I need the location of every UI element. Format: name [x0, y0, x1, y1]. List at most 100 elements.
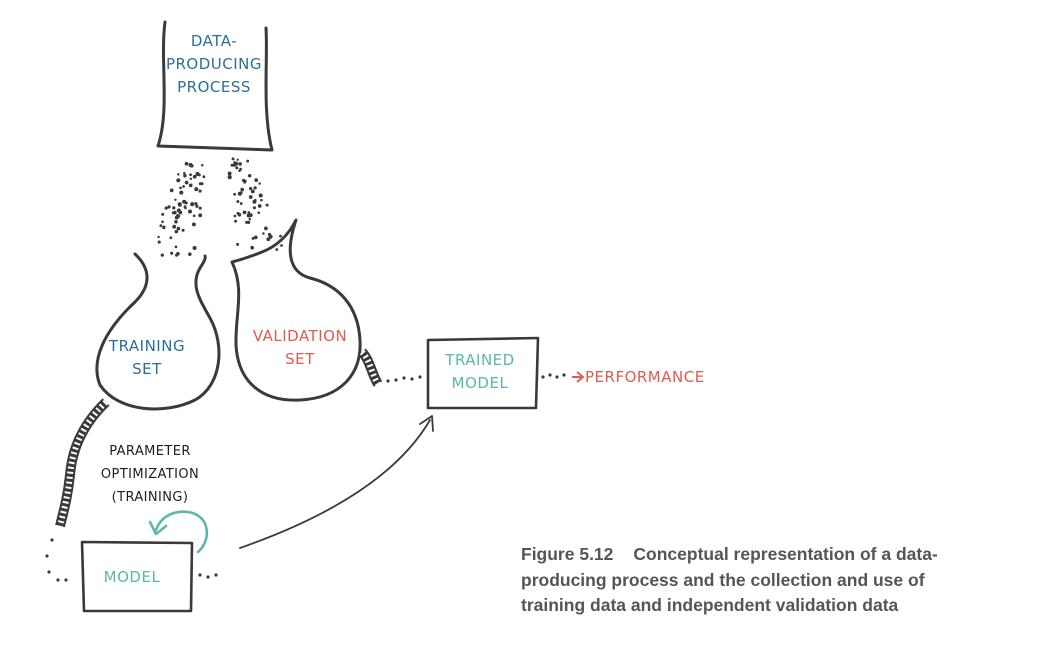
trained-model-label-line1: TRAINED [444, 351, 514, 369]
data-point-dot [247, 211, 251, 214]
data-point-dot [266, 237, 271, 242]
data-point-dot [250, 245, 254, 250]
data-point-dot [188, 252, 192, 256]
data-point-dot [240, 187, 245, 192]
data-point-dot [238, 169, 241, 173]
performance-label: PERFORMANCE [585, 368, 705, 386]
data-point-dot [190, 202, 195, 207]
data-point-dot [242, 210, 247, 215]
parameter-optimization-line2: OPTIMIZATION [101, 467, 199, 482]
data-point-dot [238, 162, 242, 166]
data-point-dot [182, 185, 185, 188]
data-point-dot [264, 226, 268, 231]
process-label-line1: DATA- [191, 32, 237, 50]
parameter-optimization-line3: (TRAINING) [112, 490, 189, 505]
data-point-dot [192, 245, 197, 251]
training-to-model-dots [45, 538, 68, 582]
data-point-dot [162, 225, 166, 229]
data-point-dot [169, 236, 173, 240]
data-point-dot [234, 219, 238, 223]
data-point-dot [253, 235, 258, 240]
data-point-dot [280, 244, 283, 247]
data-point-dot [248, 195, 253, 199]
training-set-node: TRAINING SET [95, 252, 221, 411]
data-point-dot [254, 178, 259, 182]
training-set-label-line2: SET [132, 360, 162, 378]
caption-line1: Conceptual representation of a data- [633, 544, 938, 564]
data-point-dot [236, 242, 240, 246]
data-point-dot [164, 206, 168, 210]
data-point-dot [195, 204, 199, 208]
data-point-dot [227, 175, 232, 180]
data-point-dot [230, 163, 234, 167]
data-point-dot [241, 178, 246, 183]
data-point-dot [246, 159, 250, 163]
data-point-dot [194, 187, 199, 192]
data-point-dot [184, 206, 187, 210]
data-point-dot [248, 217, 252, 221]
data-point-dot [167, 205, 171, 209]
data-point-dot [258, 182, 261, 185]
trained-model-label-line2: MODEL [452, 374, 509, 392]
data-point-dot [178, 210, 183, 215]
data-point-dot [198, 213, 203, 218]
trained-to-performance-dots [541, 373, 566, 379]
data-point-dot [157, 240, 161, 244]
validation-set-label-line1: VALIDATION [253, 327, 347, 345]
data-point-dot [172, 224, 177, 229]
data-point-dot [258, 193, 263, 198]
data-point-dot [237, 191, 242, 196]
data-points-stream [157, 157, 283, 257]
data-point-dot [257, 211, 260, 214]
data-point-dot [247, 173, 252, 178]
data-producing-process-node: DATA- PRODUCING PROCESS [156, 20, 274, 152]
caption-line3: training data and independent validation… [521, 595, 899, 615]
data-point-dot [157, 235, 160, 239]
data-point-dot [161, 220, 164, 224]
validation-to-trained-dots [386, 375, 422, 383]
data-point-dot [233, 192, 237, 196]
performance-arrow-icon [572, 371, 585, 383]
figure-number: Figure 5.12 [521, 544, 614, 564]
data-point-dot [253, 186, 257, 190]
process-label-line3: PROCESS [177, 78, 251, 96]
figure-caption: Figure 5.12 Conceptual representation of … [521, 542, 1021, 619]
data-point-dot [233, 161, 236, 164]
data-point-dot [239, 202, 243, 205]
data-point-dot [200, 182, 204, 186]
data-point-dot [268, 234, 273, 239]
data-point-dot [275, 248, 279, 251]
data-point-dot [171, 211, 175, 215]
data-point-dot [194, 202, 198, 206]
data-point-dot [235, 166, 239, 170]
data-point-dot [179, 190, 184, 195]
data-point-dot [233, 214, 237, 218]
training-set-label-line1: TRAINING [108, 337, 185, 355]
trained-model-node: TRAINED MODEL [426, 336, 540, 410]
parameter-optimization-line1: PARAMETER [109, 444, 191, 459]
model-label: MODEL [104, 568, 161, 586]
model-node: MODEL [80, 540, 194, 613]
data-point-dot [183, 174, 187, 178]
validation-hose [358, 348, 383, 387]
data-point-dot [175, 214, 181, 219]
data-point-dot [179, 186, 182, 190]
data-point-dot [236, 200, 240, 203]
data-point-dot [265, 203, 269, 207]
data-point-dot [260, 198, 263, 202]
loop-arrow-icon [148, 510, 209, 554]
data-point-dot [170, 251, 174, 255]
process-label-line2: PRODUCING [166, 55, 262, 73]
data-point-dot [159, 224, 163, 228]
data-point-dot [192, 214, 196, 218]
data-point-dot [198, 189, 202, 193]
data-point-dot [174, 220, 178, 224]
data-point-dot [177, 202, 182, 207]
data-point-dot [174, 229, 179, 234]
data-point-dot [176, 226, 181, 231]
data-point-dot [237, 212, 242, 217]
data-point-dot [174, 245, 178, 249]
data-point-dot [248, 213, 253, 218]
data-point-dot [174, 198, 177, 202]
